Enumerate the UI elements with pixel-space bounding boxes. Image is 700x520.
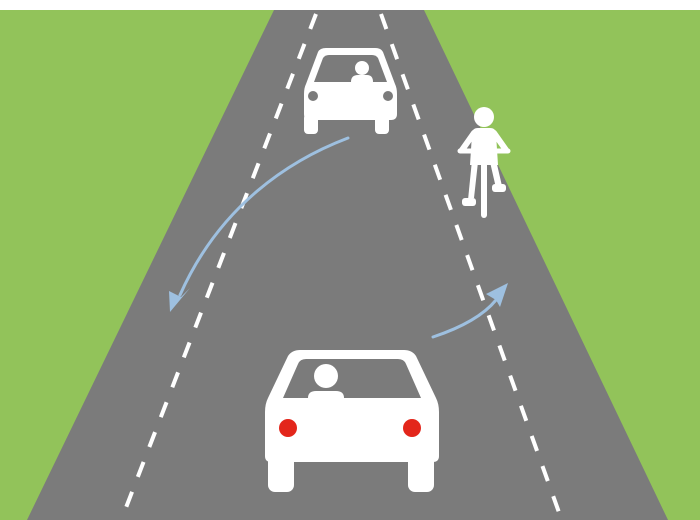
road-scene-diagram (0, 0, 700, 520)
